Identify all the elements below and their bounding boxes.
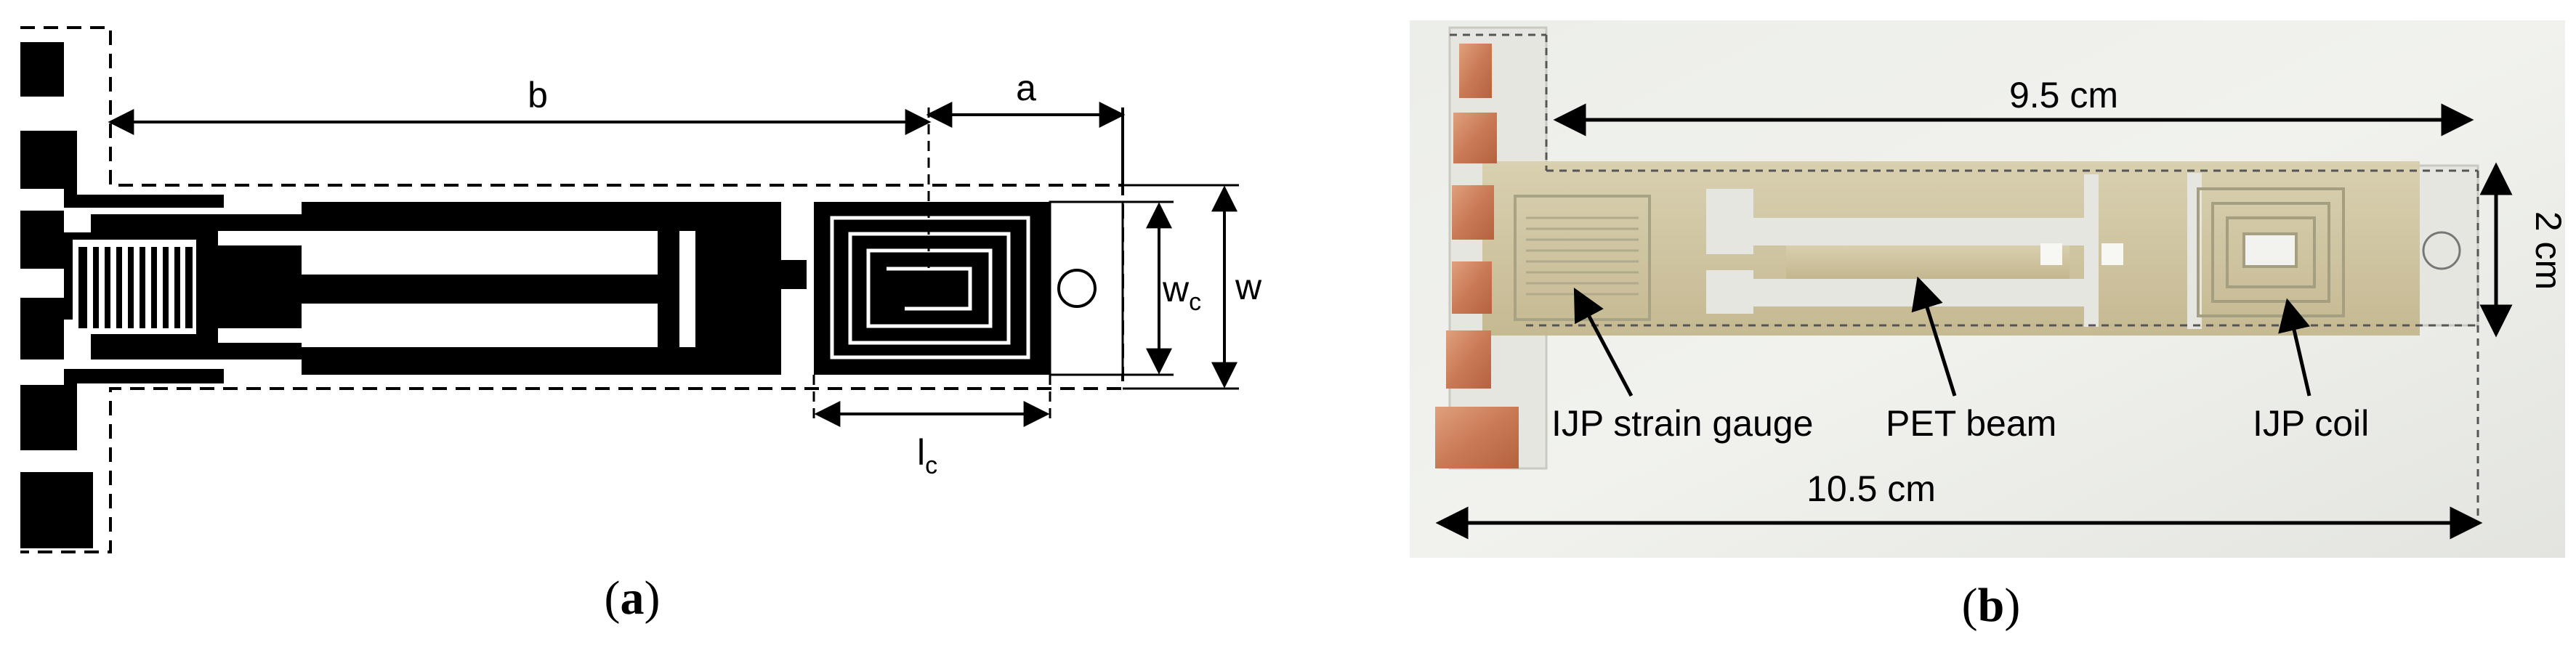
strain-gauge-schematic	[73, 214, 312, 359]
pet-beam-label: PET beam	[1886, 403, 2056, 444]
dimension-lc-label: lc	[917, 432, 937, 479]
photo-length-95-label: 9.5 cm	[2009, 75, 2118, 115]
dimension-w-label: w	[1235, 267, 1262, 307]
dimension-wc-label: wc	[1162, 269, 1201, 316]
panel-b-photo: 9.5 cm 2 cm 10.5 cm IJP strain gauge PET…	[1410, 20, 2569, 632]
photo-length-105-label: 10.5 cm	[1806, 468, 1936, 509]
mounting-hole	[1057, 269, 1097, 308]
panel-a-caption: (a)	[605, 572, 661, 625]
photo-dashed-outline	[1450, 33, 2479, 523]
strain-gauge-label: IJP strain gauge	[1551, 403, 1813, 444]
dimension-b-label: b	[528, 75, 548, 115]
panel-b-caption: (b)	[1962, 579, 2021, 632]
width-extension-lines	[1123, 184, 1239, 390]
callout-arrows	[1573, 276, 2311, 397]
pad-traces	[64, 131, 224, 450]
copper-pads	[1435, 44, 1519, 468]
coil-schematic	[814, 202, 1050, 375]
panel-a-schematic: b a wc w lc (a)	[20, 26, 1262, 625]
coil-label: IJP coil	[2253, 403, 2369, 444]
photo-coil	[2197, 187, 2345, 317]
contact-pads	[20, 42, 93, 548]
photo-width-2-label: 2 cm	[2528, 211, 2569, 290]
dimension-a-label: a	[1016, 68, 1036, 108]
dimension-guides	[812, 107, 1051, 421]
photo-mounting-hole	[2422, 231, 2461, 270]
photo-strain-gauge	[1514, 195, 1651, 321]
beam-structure	[302, 202, 810, 375]
